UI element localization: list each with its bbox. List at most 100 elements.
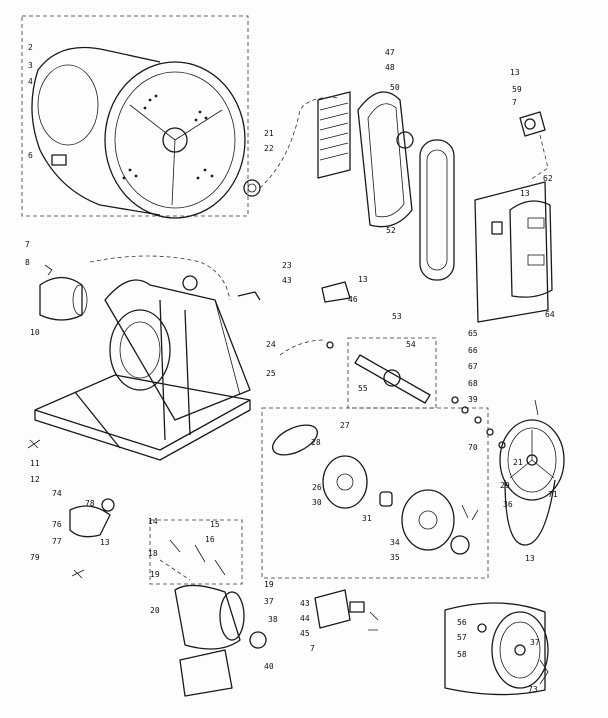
callout-47: 47: [385, 48, 395, 57]
motor-group: [69, 498, 267, 697]
pulley-wheel: [499, 419, 565, 501]
callout-11: 11: [30, 459, 40, 468]
shaft-washer: [451, 396, 459, 404]
callout-43: 43: [300, 599, 310, 608]
drum-dash-link: [259, 97, 341, 189]
callout-58: 58: [457, 650, 467, 659]
motor-bracket-hardware: [169, 539, 226, 576]
idler-shaft-group: [347, 337, 539, 449]
motor-pulley: [249, 631, 267, 649]
drive-motor: [174, 584, 241, 650]
callout-13: 13: [510, 68, 520, 77]
callout-73: 73: [528, 685, 538, 694]
callout-2: 2: [28, 43, 33, 52]
frame-dash-link: [89, 255, 231, 301]
callout-10: 10: [30, 328, 40, 337]
callout-71: 71: [548, 490, 558, 499]
drum-front-opening: [37, 64, 99, 146]
callout-8: 8: [25, 258, 30, 267]
callout-15: 15: [210, 520, 220, 529]
heater-housing: [357, 91, 413, 228]
callout-45: 45: [300, 629, 310, 638]
drum-rear-rim: [104, 61, 246, 219]
callout-52: 52: [386, 226, 396, 235]
drum-group-box: [21, 15, 249, 217]
callout-31: 31: [362, 514, 372, 523]
bracket-clip: [237, 291, 261, 301]
callout-14: 14: [148, 517, 158, 526]
callout-56: 56: [457, 618, 467, 627]
pulley-rim: [507, 427, 557, 493]
callout-48: 48: [385, 63, 395, 72]
callout-13: 13: [520, 189, 530, 198]
heating-element-loop: [419, 139, 455, 281]
callout-13: 13: [358, 275, 368, 284]
callout-40: 40: [264, 662, 274, 671]
motor-mount: [179, 649, 233, 697]
heating-element-inner: [426, 149, 448, 271]
drum-belt: [444, 602, 546, 696]
pulley-spoke: [531, 459, 555, 479]
cover-vent: [527, 254, 545, 266]
drum-shell-edge: [104, 49, 161, 63]
switch-knob: [101, 498, 115, 512]
frame-post: [184, 309, 191, 436]
blower-group-box: [261, 407, 489, 579]
blower-rear-hub: [418, 510, 438, 530]
callout-46: 46: [348, 295, 358, 304]
callout-43: 43: [282, 276, 292, 285]
idler-shaft: [354, 354, 431, 404]
callout-65: 65: [468, 329, 478, 338]
shaft-washer: [486, 428, 494, 436]
lint-grille-slats: [319, 102, 349, 161]
callout-79: 79: [30, 553, 40, 562]
heater-housing-inner: [367, 103, 405, 218]
heater-outlet: [396, 131, 414, 149]
drum-hub: [162, 127, 188, 153]
callout-67: 67: [468, 362, 478, 371]
blower-clamp: [379, 491, 393, 507]
rear-pulley-group: [444, 602, 549, 696]
motor-bracket-box: [149, 519, 243, 585]
callout-77: 77: [52, 537, 62, 546]
bulkhead: [104, 279, 251, 421]
idler-pulley: [383, 369, 401, 387]
callout-44: 44: [300, 614, 310, 623]
blower-wheel: [450, 535, 470, 555]
drum-perforations: [122, 94, 214, 180]
latch-switch: [349, 601, 365, 613]
callout-21: 21: [513, 458, 523, 467]
callout-7: 7: [512, 98, 517, 107]
bulkhead-opening-inner: [119, 321, 161, 379]
rear-pulley-hub: [514, 644, 526, 656]
drum-baffle: [51, 154, 67, 166]
callout-7: 7: [310, 644, 315, 653]
callout-37: 37: [264, 597, 274, 606]
idler-roller: [182, 275, 198, 291]
tension-spring: [539, 659, 549, 685]
motor-end-bell: [219, 591, 245, 641]
callout-39: 39: [468, 395, 478, 404]
callout-70: 70: [468, 443, 478, 452]
callout-27: 27: [340, 421, 350, 430]
rear-access-panel: [474, 181, 549, 323]
drum-roller-assembly: [39, 276, 83, 321]
lint-grille: [317, 91, 351, 179]
callout-55: 55: [358, 384, 368, 393]
callout-54: 54: [406, 340, 416, 349]
callout-34: 34: [390, 538, 400, 547]
callout-6: 6: [28, 151, 33, 160]
callout-25: 25: [266, 369, 276, 378]
drum-inner-rim: [114, 71, 236, 209]
frame-post: [159, 299, 166, 441]
callout-13: 13: [525, 554, 535, 563]
callout-22: 22: [264, 144, 274, 153]
rear-pulley-washer: [477, 623, 487, 633]
washer: [326, 341, 334, 349]
roller-bracket: [44, 264, 53, 276]
callout-24: 24: [266, 340, 276, 349]
frame-strut: [214, 299, 241, 396]
blower-housing-front: [322, 455, 368, 509]
